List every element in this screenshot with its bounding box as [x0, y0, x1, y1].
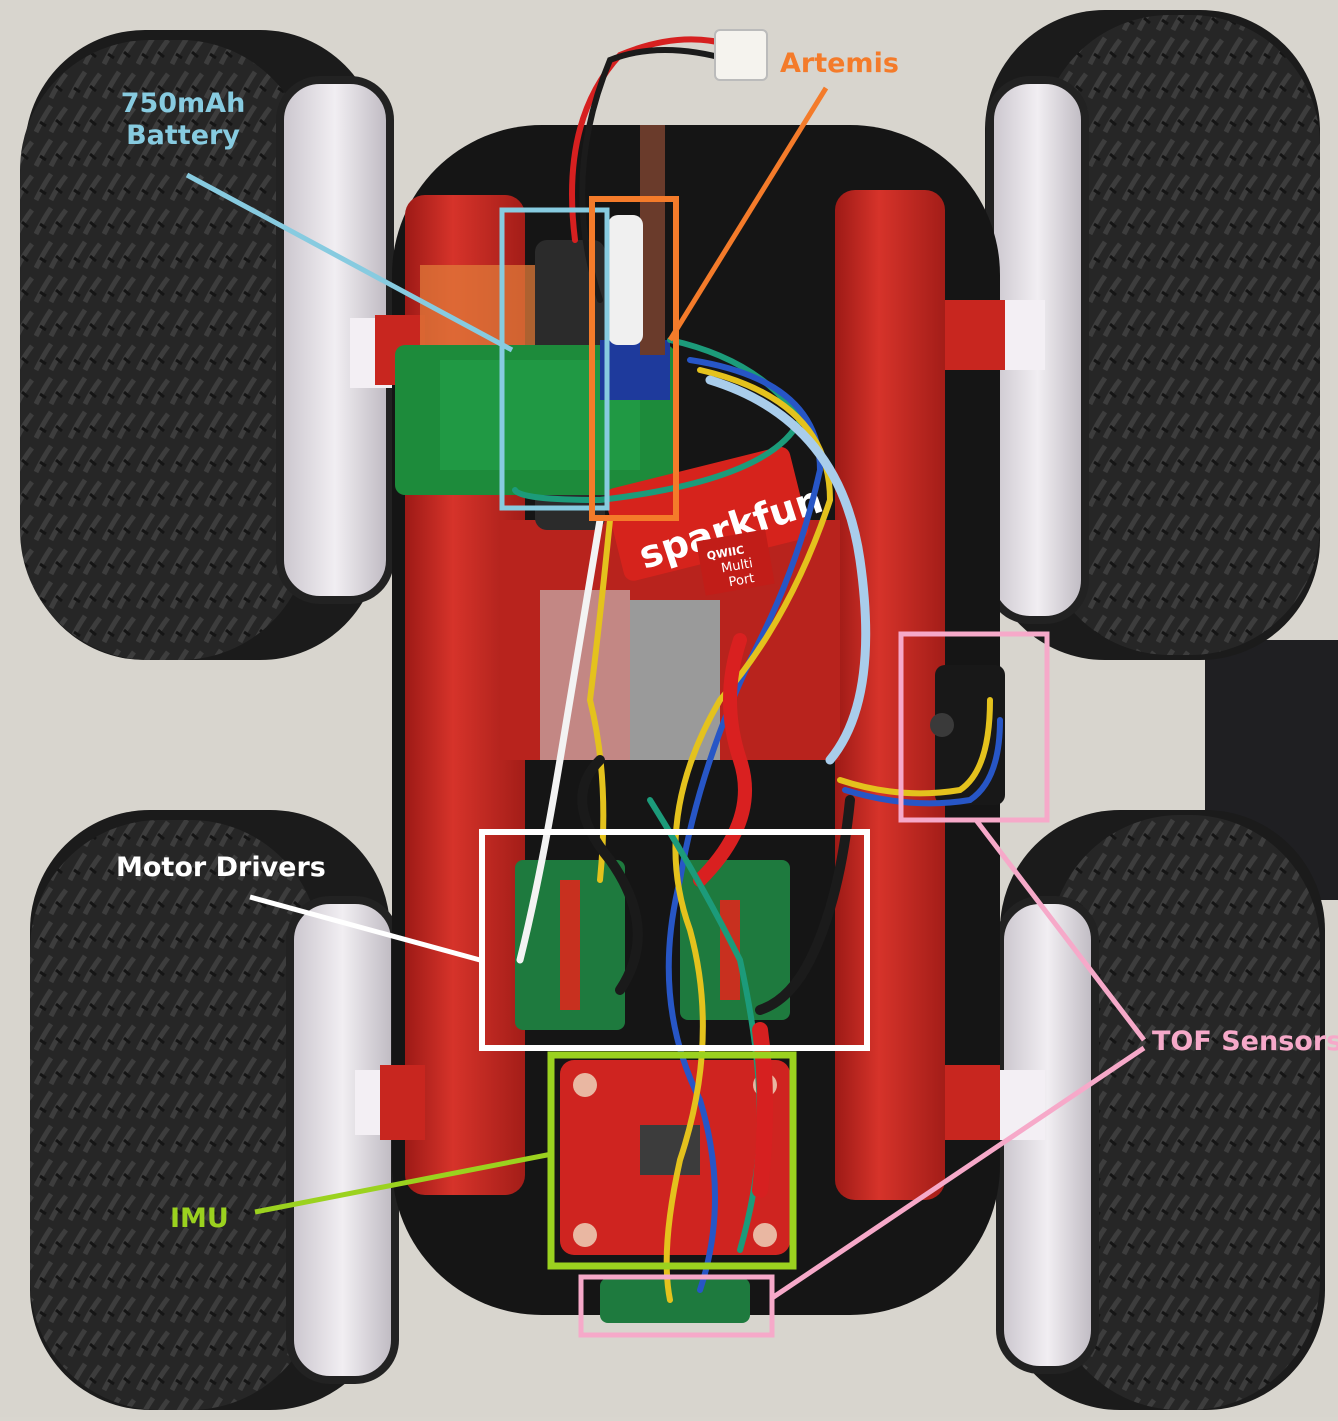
battery-label-line1: 750mAh	[120, 88, 246, 119]
multiport-board: sparkfun QWIIC Multi Port	[605, 446, 828, 596]
wheel-rear-left	[30, 810, 410, 1410]
tof-rear-pointer-line	[770, 1045, 1146, 1301]
wheel-front-right	[985, 10, 1320, 660]
motor-drivers-highlight-box	[479, 829, 870, 1051]
right-gear-housing	[835, 190, 945, 1200]
imu-board	[560, 1060, 790, 1255]
motor-drivers-pointer-line	[249, 894, 481, 963]
motor-drivers-label: Motor Drivers	[116, 852, 326, 883]
artemis-pointer-line	[667, 86, 829, 342]
tof-side-highlight-box	[898, 631, 1050, 823]
battery-label-line2: Battery	[126, 120, 240, 152]
wheel-front-left	[20, 30, 400, 660]
battery-highlight-box	[499, 207, 610, 511]
artemis-highlight-box	[589, 196, 679, 521]
multiport-text-1: Multi	[720, 556, 754, 576]
wiring	[512, 36, 1003, 1303]
battery-connector	[714, 29, 768, 81]
imu-label: IMU	[170, 1203, 229, 1234]
battery-pointer-line	[185, 172, 514, 353]
tof-side-pointer-line	[974, 818, 1146, 1042]
motor-can	[630, 600, 720, 760]
artemis-board	[608, 125, 665, 355]
tof-rear-highlight-box	[578, 1274, 775, 1338]
multiport-text-2: Port	[728, 571, 756, 590]
battery-label: 750mAh Battery	[108, 88, 258, 153]
imu-pointer-line	[254, 1151, 553, 1215]
artemis-label: Artemis	[780, 48, 899, 79]
tof-sensors-label: TOF Sensors	[1152, 1026, 1338, 1057]
imu-highlight-box	[547, 1051, 797, 1270]
qwiic-text: QWIIC	[706, 543, 745, 562]
tof-sensor-rear	[600, 1278, 750, 1323]
